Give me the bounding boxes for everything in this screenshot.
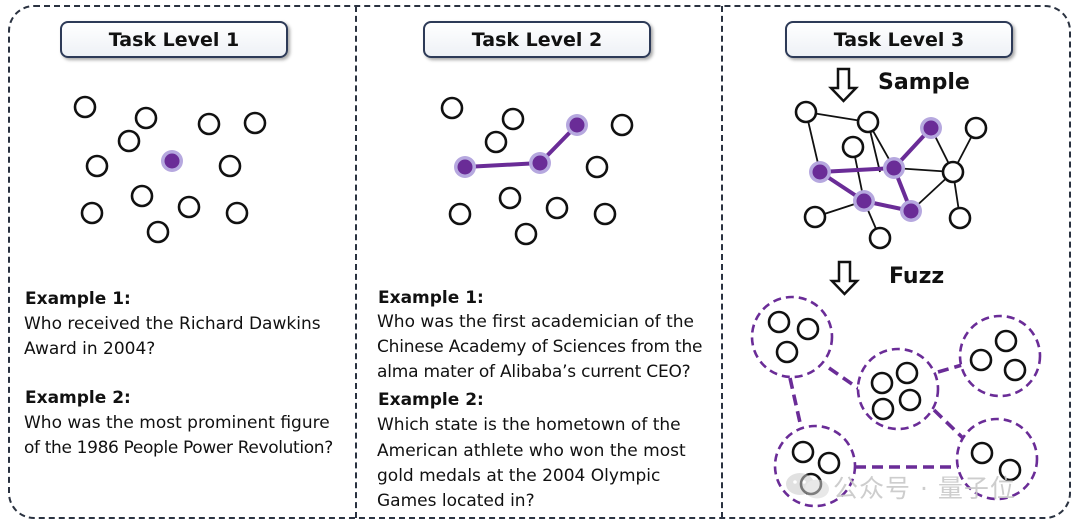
node — [73, 95, 97, 119]
node — [146, 220, 170, 244]
node — [593, 202, 617, 226]
level1-example1-line2: Award in 2004? — [24, 339, 156, 359]
panel-divider-2 — [721, 6, 723, 518]
panel-divider-1 — [355, 6, 357, 518]
sample-arrow-icon — [828, 67, 859, 103]
level1-example1-label: Example 1: — [25, 289, 131, 309]
node — [440, 96, 464, 120]
node — [964, 116, 988, 140]
node — [514, 222, 538, 246]
level2-example2-line3: gold medals at the 2004 Olympic — [377, 466, 661, 486]
node — [545, 196, 569, 220]
cluster — [750, 295, 834, 379]
level2-example1-line1: Who was the first academician of the — [377, 312, 694, 332]
watermark-logo-icon — [786, 473, 829, 499]
node — [941, 160, 965, 184]
node — [130, 184, 154, 208]
level2-example1-label: Example 1: — [378, 288, 484, 308]
level1-example1-line1: Who received the Richard Dawkins — [24, 314, 321, 334]
outer-frame — [8, 5, 1071, 519]
level1-example2-label: Example 2: — [25, 388, 131, 408]
level3-highlight-nodes — [809, 117, 942, 222]
level2-example2-line2: American athlete who won the most — [377, 441, 686, 461]
level2-example1-line2: Chinese Academy of Sciences from the — [377, 337, 703, 357]
level2-graph — [440, 96, 634, 246]
level1-example2-line1: Who was the most prominent figure — [24, 413, 330, 433]
level2-path-edges — [464, 123, 579, 169]
task-level-3-title: Task Level 3 — [785, 21, 1013, 58]
node — [794, 100, 818, 124]
level2-example2-line4: Games located in? — [377, 491, 535, 511]
node — [484, 130, 508, 154]
node — [501, 107, 525, 131]
level3-graph-nodes — [794, 100, 988, 250]
level2-highlight-nodes — [454, 114, 588, 178]
cluster — [955, 417, 1039, 501]
node — [841, 135, 865, 159]
node — [868, 226, 892, 250]
node — [585, 155, 609, 179]
fuzz-arrow-icon — [829, 260, 860, 296]
node — [117, 129, 141, 153]
node — [85, 154, 109, 178]
node — [610, 113, 634, 137]
node — [498, 186, 522, 210]
node — [803, 205, 827, 229]
node — [225, 201, 249, 225]
task-level-2-title: Task Level 2 — [423, 21, 651, 58]
watermark-text: 公众号 · 量子位 — [833, 474, 1016, 503]
node — [177, 195, 201, 219]
node — [80, 201, 104, 225]
sample-label: Sample — [878, 70, 970, 95]
level2-example2-line1: Which state is the hometown of the — [377, 415, 681, 435]
level1-highlight-node — [161, 150, 183, 172]
task-level-1-title: Task Level 1 — [60, 21, 288, 58]
cluster — [856, 347, 940, 431]
node — [948, 206, 972, 230]
node — [218, 154, 242, 178]
level2-example2-label: Example 2: — [378, 390, 484, 410]
level2-example1-line3: alma mater of Alibaba’s current CEO? — [377, 362, 691, 382]
fuzz-label: Fuzz — [889, 264, 945, 289]
node — [243, 111, 267, 135]
node — [448, 202, 472, 226]
level1-example2-line2: of the 1986 People Power Revolution? — [24, 438, 333, 458]
node — [856, 110, 880, 134]
node — [134, 106, 158, 130]
level1-graph — [73, 95, 267, 244]
fuzz-cluster-edges — [788, 363, 968, 469]
node — [197, 112, 221, 136]
